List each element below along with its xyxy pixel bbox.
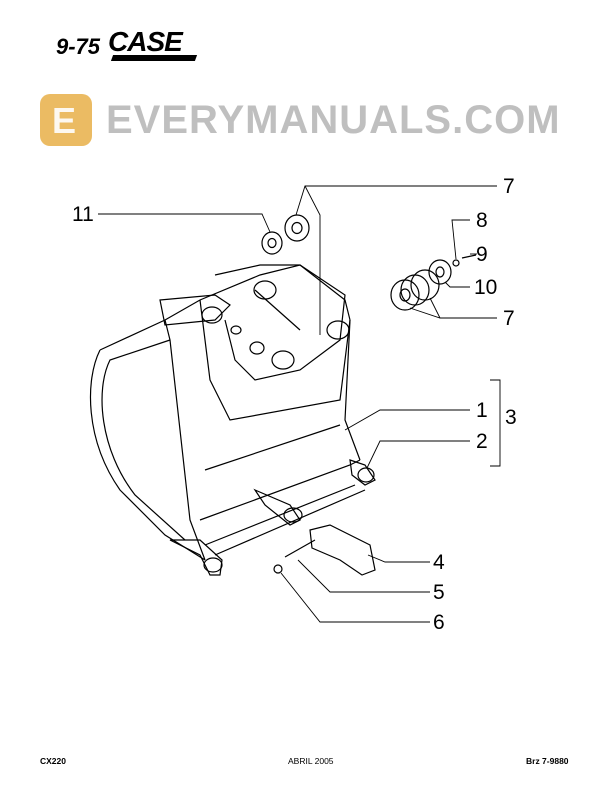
loose-parts: [261, 214, 477, 576]
brand-name: CASE: [108, 26, 183, 57]
footer-code: Brz 7-9880: [526, 756, 569, 766]
callout-2: 2: [476, 430, 488, 453]
page-number: 9-75: [56, 34, 101, 59]
callout-1: 1: [476, 399, 488, 422]
callout-7-top: 7: [503, 175, 515, 198]
footer-date: ABRIL 2005: [288, 756, 334, 766]
watermark-text: EVERYMANUALS.COM: [106, 98, 561, 142]
callout-9: 9: [476, 243, 488, 266]
watermark-logo: E: [40, 94, 92, 146]
leader-lines: [98, 185, 501, 623]
footer-model: CX220: [40, 756, 66, 766]
callout-6: 6: [433, 611, 445, 634]
callout-7-lower: 7: [503, 307, 515, 330]
callout-3: 3: [505, 406, 517, 429]
callout-5: 5: [433, 581, 445, 604]
watermark-logo-letter: E: [52, 100, 77, 141]
callout-10: 10: [474, 276, 498, 299]
callout-4: 4: [433, 551, 445, 574]
bucket-drawing: [89, 264, 376, 576]
callout-11: 11: [72, 203, 94, 226]
watermark: E EVERYMANUALS.COM: [40, 92, 580, 152]
callout-8: 8: [476, 209, 488, 232]
case-logo: CASE: [108, 26, 198, 62]
